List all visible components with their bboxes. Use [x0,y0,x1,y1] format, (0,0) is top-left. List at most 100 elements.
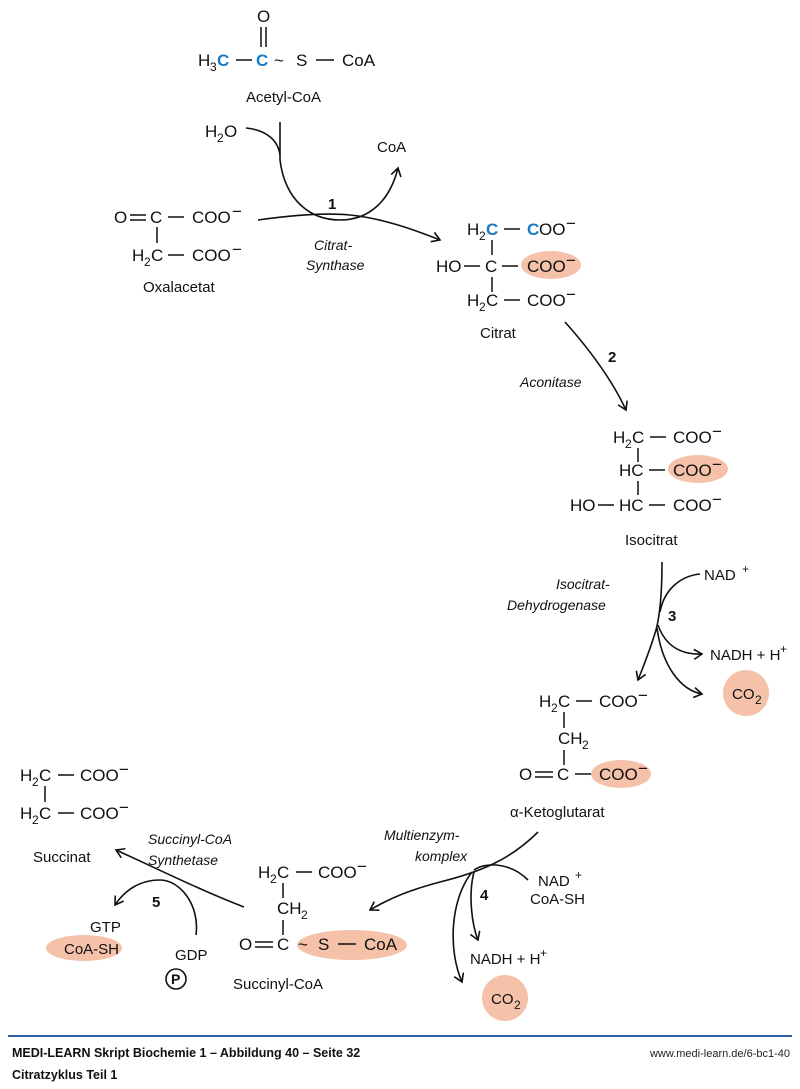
isocitrat-highlighted-carboxylate: COO [673,461,712,480]
highlight-ellipse [668,455,728,483]
sub: 2 [270,872,277,886]
footer-divider [8,1035,792,1037]
water-o: O [224,122,237,141]
charge: − [232,240,242,259]
sub: 2 [479,229,486,243]
scoa-oxygen: O [239,935,252,954]
sub: 2 [144,255,151,269]
sup: + [780,642,787,656]
isocitrat-dehydrogenase-line1: Isocitrat- [556,576,610,592]
step-4-reaction: NAD + CoA-SH NADH + H + CO 2 4 Multienzy… [368,827,585,1021]
sup: + [742,562,749,576]
citrat-molecule: H 2 C C OO − HO C COO − H 2 C COO − Citr… [436,214,581,342]
highlight-ellipse [591,760,651,788]
charge: − [119,798,129,817]
isocitrat-hydroxyl: HO [570,496,596,515]
akg-oxygen: O [519,765,532,784]
footer-url: www.medi-learn.de/6-bc1-40 [649,1048,790,1060]
charge: − [712,422,722,441]
isocitrat-molecule: H 2 C COO − HC COO − HO HC COO − Isocitr… [570,422,728,549]
acetyl-coa-molecule: O H 3 C C ~ S CoA Acetyl-CoA [198,7,376,106]
charge: − [712,490,722,509]
scoa-sulfur: S [318,935,329,954]
coa-output-arrow [279,159,402,221]
acetyl-coa-carbonyl-carbon: C [256,51,268,70]
oxalacetat-carboxylate-1: COO [192,208,231,227]
step-5-number: 5 [152,894,160,911]
charge: − [712,455,722,474]
step-4-number: 4 [480,887,489,904]
citrat-highlighted-carboxylate: COO [527,257,566,276]
succinat-label: Succinat [33,849,91,866]
step-1-number: 1 [328,196,336,213]
gdp-label: GDP [175,947,208,964]
succinat-carboxylate-1: COO [80,766,119,785]
citrat-h: H [467,291,479,310]
nadh-label: NADH + H [710,647,780,664]
nad-label: NAD [704,567,736,584]
alpha-ketoglutarat-molecule: H 2 C COO − CH 2 O C COO − α-Ketoglutara… [510,686,651,821]
phosphate-circle-icon [165,968,187,990]
citrat-label: Citrat [480,325,517,342]
citrat-carboxylate-3: COO [527,291,566,310]
isocitrat-ch-carbon: HC [619,461,644,480]
coa-output-label: CoA [377,139,406,156]
succinat-carboxylate-2: COO [80,804,119,823]
charge: − [566,214,576,233]
multienzymkomplex-line1: Multienzym- [384,827,460,843]
scoa-carbonyl-carbon: C [277,935,289,954]
scoa-ch2-carbon: C [277,863,289,882]
succinyl-coa-label: Succinyl-CoA [233,976,323,993]
coash-label: CoA-SH [64,941,119,958]
sub: 2 [514,998,521,1012]
charge: − [566,285,576,304]
isocitrat-dehydrogenase-line2: Dehydrogenase [507,597,606,613]
akg-middle-ch2: CH [558,729,583,748]
citrat-carboxylate-rest: OO [539,220,565,239]
acetyl-coa-h-sub: 3 [210,60,217,74]
step-3-number: 3 [668,608,676,625]
sub: 2 [625,437,632,451]
co2-label: CO [732,686,755,703]
footer-subtitle: Citratzyklus Teil 1 [12,1068,118,1082]
acetyl-coa-label: Acetyl-CoA [246,89,321,106]
step-5-main-arrow [114,847,245,908]
sub: 2 [551,701,558,715]
scoa-middle-ch2: CH [277,899,302,918]
step-3-main-arrow [635,561,663,682]
isocitrat-choh-carbon: HC [619,496,644,515]
co2-highlight-circle [723,670,769,716]
succinat-molecule: H 2 C COO − H 2 C COO − Succinat [20,760,129,866]
isocitrat-carboxylate-3: COO [673,496,712,515]
aconitase-label: Aconitase [519,374,582,390]
succinat-h: H [20,766,32,785]
sub: 2 [755,693,762,707]
acetyl-coa-methyl-carbon: C [217,51,229,70]
succinat-h: H [20,804,32,823]
water-sub: 2 [217,131,224,145]
akg-h: H [539,692,551,711]
step-2-arrow [564,321,628,412]
isocitrat-carboxylate-1: COO [673,428,712,447]
citrat-central-carbon: C [485,257,497,276]
scoa-coa: CoA [364,935,398,954]
citrat-tracer-carbon-2: C [527,220,539,239]
oxalacetat-oxygen: O [114,208,127,227]
thioester-tilde: ~ [274,51,284,70]
highlight-ellipse [297,930,407,960]
co2-label: CO [491,991,514,1008]
succinat-carbon-1: C [39,766,51,785]
akg-ch2-carbon: C [558,692,570,711]
step-1-reaction: H 2 O CoA 1 Citrat- Synthase [205,122,442,273]
highlight-ellipse [46,935,122,961]
isocitrat-ch2-carbon: C [632,428,644,447]
multienzymkomplex-line2: komplex [415,848,468,864]
citrat-tracer-carbon-1: C [486,220,498,239]
co2-highlight-circle [482,975,528,1021]
charge: − [638,759,648,778]
gtp-label: GTP [90,919,121,936]
sup: + [540,946,547,960]
step-1-main-arrow [257,213,442,243]
akg-highlighted-carboxylate: COO [599,765,638,784]
nadh-output-arrow [469,871,481,942]
